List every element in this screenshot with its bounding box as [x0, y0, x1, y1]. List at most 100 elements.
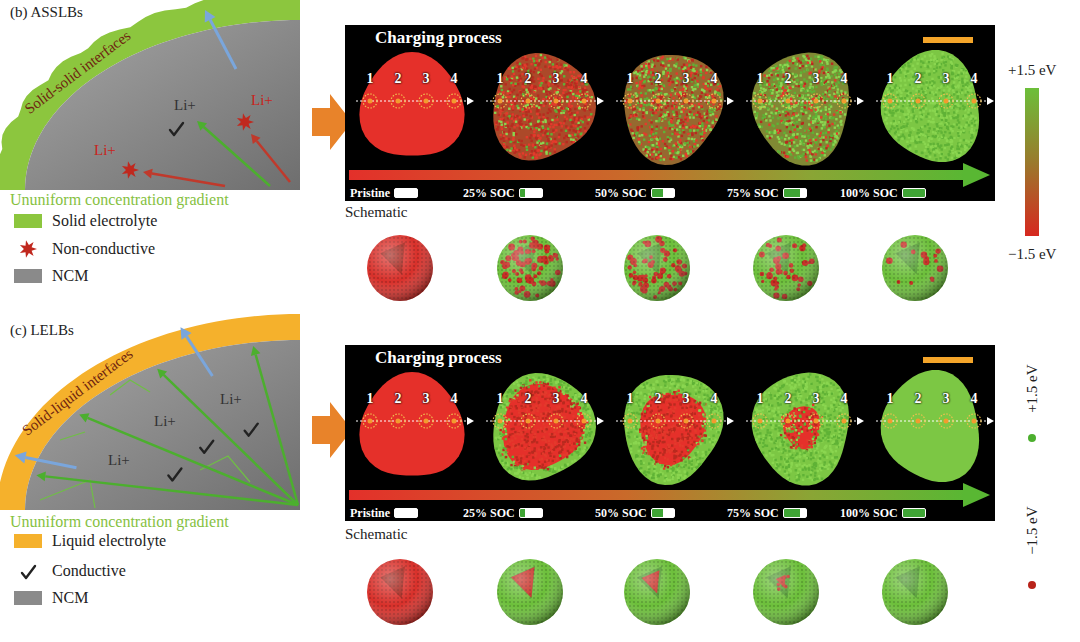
speckle	[807, 87, 809, 89]
speckle	[579, 126, 581, 128]
speckle	[503, 145, 505, 147]
speckle	[697, 111, 699, 113]
speckle	[533, 152, 535, 154]
speckle	[507, 117, 509, 119]
speckle	[546, 135, 548, 137]
speckle	[564, 67, 566, 69]
speckle	[537, 98, 539, 100]
speckle	[645, 104, 647, 106]
speckle	[662, 56, 664, 58]
speckle	[545, 130, 547, 132]
speckle	[510, 141, 512, 143]
speckle	[513, 132, 515, 134]
probe-dot	[396, 99, 401, 104]
speckle	[549, 110, 551, 112]
speckle	[558, 123, 560, 125]
speckle	[708, 109, 710, 111]
speckle	[686, 120, 688, 122]
speckle	[518, 153, 520, 155]
speckle	[530, 128, 532, 130]
speckle	[706, 121, 708, 123]
speckle	[513, 73, 515, 75]
speckle	[540, 69, 542, 71]
speckle	[575, 86, 577, 88]
speckle	[644, 101, 646, 103]
speckle	[832, 146, 834, 148]
speckle	[545, 151, 547, 153]
speckle	[505, 137, 507, 139]
speckle	[628, 94, 630, 96]
speckle	[565, 130, 567, 132]
speckle	[535, 105, 537, 107]
speckle	[508, 96, 510, 98]
speckle	[642, 112, 644, 114]
check-symbol	[22, 566, 35, 578]
speckle	[494, 109, 496, 111]
speckle	[516, 149, 518, 151]
speckle	[495, 121, 497, 123]
speckle	[584, 115, 586, 117]
speckle	[540, 150, 542, 152]
speckle	[552, 63, 554, 65]
speckle	[701, 92, 703, 94]
speckle	[700, 74, 702, 76]
speckle	[629, 88, 631, 90]
speckle	[560, 129, 562, 131]
speckle	[691, 105, 693, 107]
speckle	[529, 90, 531, 92]
speckle	[709, 90, 711, 92]
speckle	[656, 157, 658, 159]
speckle	[554, 148, 556, 150]
speckle	[689, 146, 691, 148]
speckle	[530, 111, 532, 113]
speckle	[503, 119, 505, 121]
speckle	[636, 107, 638, 109]
speckle	[531, 150, 533, 152]
speckle	[530, 63, 532, 65]
speckle	[670, 155, 672, 157]
speckle	[677, 120, 679, 122]
speckle	[522, 57, 524, 59]
speckle	[636, 77, 638, 79]
speckle	[505, 133, 507, 135]
speckle	[639, 72, 641, 74]
speckle	[549, 87, 551, 89]
speckle	[655, 112, 657, 114]
speckle	[699, 95, 701, 97]
speckle	[508, 108, 510, 110]
speckle	[531, 140, 533, 142]
speckle	[719, 106, 721, 108]
speckle	[549, 61, 551, 63]
speckle	[708, 96, 710, 98]
speckle	[671, 89, 673, 91]
speckle	[500, 138, 502, 140]
speckle	[640, 105, 642, 107]
speckle	[508, 130, 510, 132]
speckle	[643, 81, 645, 83]
speckle	[522, 145, 524, 147]
speckle	[671, 133, 673, 135]
speckle	[696, 114, 698, 116]
speckle	[509, 92, 511, 94]
speckle	[672, 111, 674, 113]
speckle	[512, 67, 514, 69]
speckle	[542, 127, 544, 129]
color-dot	[1028, 434, 1036, 442]
speckle	[542, 57, 544, 59]
speckle	[687, 152, 689, 154]
speckle	[690, 66, 692, 68]
speckle	[702, 77, 704, 79]
speckle	[829, 111, 831, 113]
speckle	[655, 128, 657, 130]
speckle	[574, 134, 576, 136]
speckle	[639, 108, 641, 110]
speckle	[817, 123, 819, 125]
speckle	[682, 155, 684, 157]
speckle	[643, 139, 645, 141]
speckle	[655, 132, 657, 134]
speckle	[641, 94, 643, 96]
speckle	[509, 128, 511, 130]
speckle	[665, 67, 667, 69]
speckle	[824, 154, 826, 156]
speckle	[525, 114, 527, 116]
